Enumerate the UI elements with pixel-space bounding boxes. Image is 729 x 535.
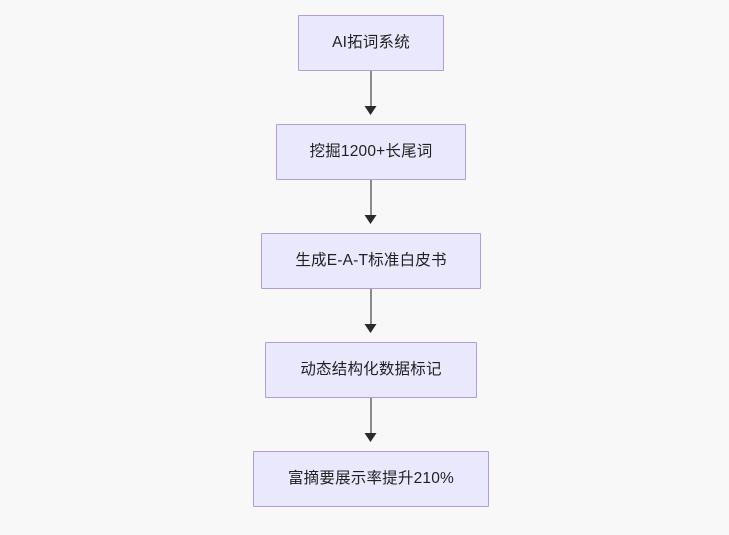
flow-node-dynamic-structured-data-markup[interactable]: 动态结构化数据标记	[265, 342, 477, 398]
arrowhead-icon	[364, 106, 377, 115]
edge-line	[370, 398, 372, 434]
flow-node-generate-eat-whitepaper[interactable]: 生成E-A-T标准白皮书	[261, 233, 481, 289]
edge-line	[370, 289, 372, 325]
flow-node-mine-longtail-keywords[interactable]: 挖掘1200+长尾词	[276, 124, 466, 180]
flow-node-rich-snippet-rate-increase[interactable]: 富摘要展示率提升210%	[253, 451, 489, 507]
flow-node-ai-keyword-system[interactable]: AI拓词系统	[298, 15, 444, 71]
flow-node-label: AI拓词系统	[332, 33, 410, 51]
arrowhead-icon	[364, 433, 377, 442]
arrowhead-icon	[364, 324, 377, 333]
flow-node-label: 生成E-A-T标准白皮书	[295, 251, 447, 269]
edge-line	[370, 71, 372, 107]
edge-line	[370, 180, 372, 216]
flow-node-label: 富摘要展示率提升210%	[287, 469, 455, 487]
arrowhead-icon	[364, 215, 377, 224]
flow-node-label: 动态结构化数据标记	[300, 360, 442, 378]
flow-node-label: 挖掘1200+长尾词	[309, 142, 433, 160]
